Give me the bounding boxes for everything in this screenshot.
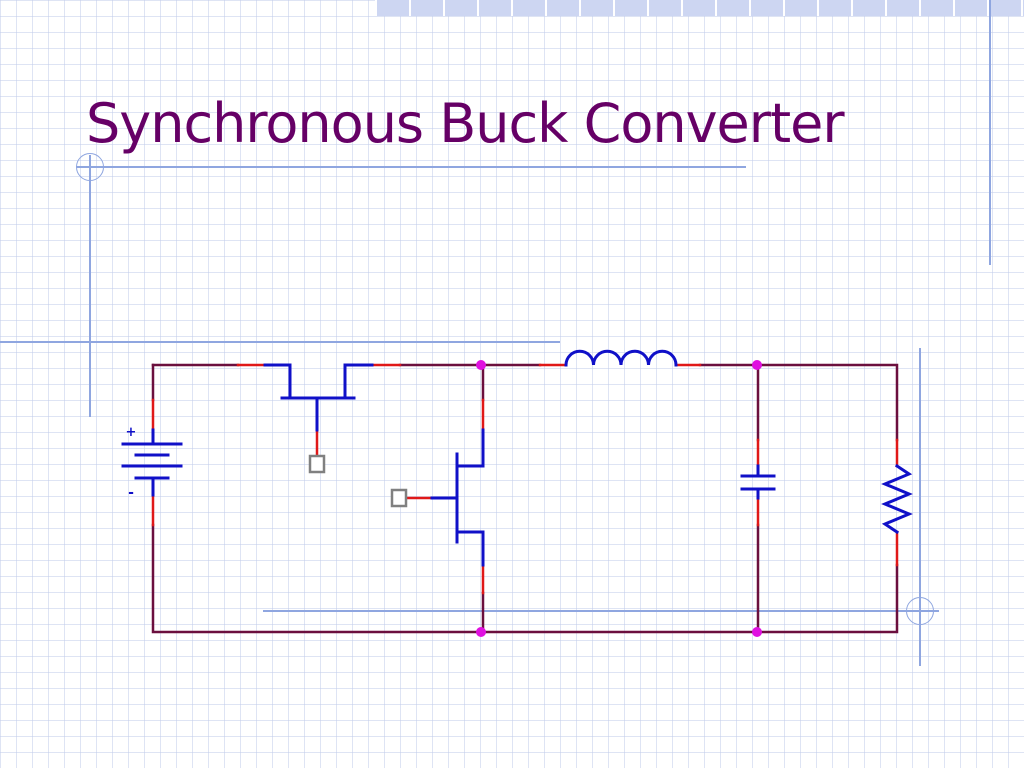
inductor (564, 349, 678, 367)
capacitor (740, 464, 776, 500)
title-underline (76, 166, 746, 168)
right-corner-circle (906, 597, 934, 625)
high-side-mosfet (263, 363, 374, 432)
low-side-mosfet (430, 428, 485, 567)
battery-minus-label: - (128, 485, 134, 501)
junction-nodes (476, 360, 762, 637)
high-side-gate-terminal (308, 454, 326, 474)
battery (121, 428, 183, 497)
bottom-horizontal-line (263, 610, 939, 612)
low-side-gate-terminal (390, 488, 408, 508)
battery-plus-label: + (126, 425, 137, 440)
right-top-vertical-line (989, 0, 991, 265)
right-bottom-vertical-line (919, 348, 921, 666)
junction-node (476, 627, 486, 637)
page-title: Synchronous Buck Converter (86, 92, 845, 155)
left-vertical-line (89, 155, 91, 417)
junction-node (752, 627, 762, 637)
junction-node (476, 360, 486, 370)
junction-node (752, 360, 762, 370)
load-resistor (881, 463, 913, 535)
component-leads (151, 363, 899, 595)
top-band (375, 0, 1024, 16)
left-corner-circle (76, 153, 104, 181)
middle-horizontal-line (0, 341, 560, 343)
circuit-wires (151, 363, 899, 634)
